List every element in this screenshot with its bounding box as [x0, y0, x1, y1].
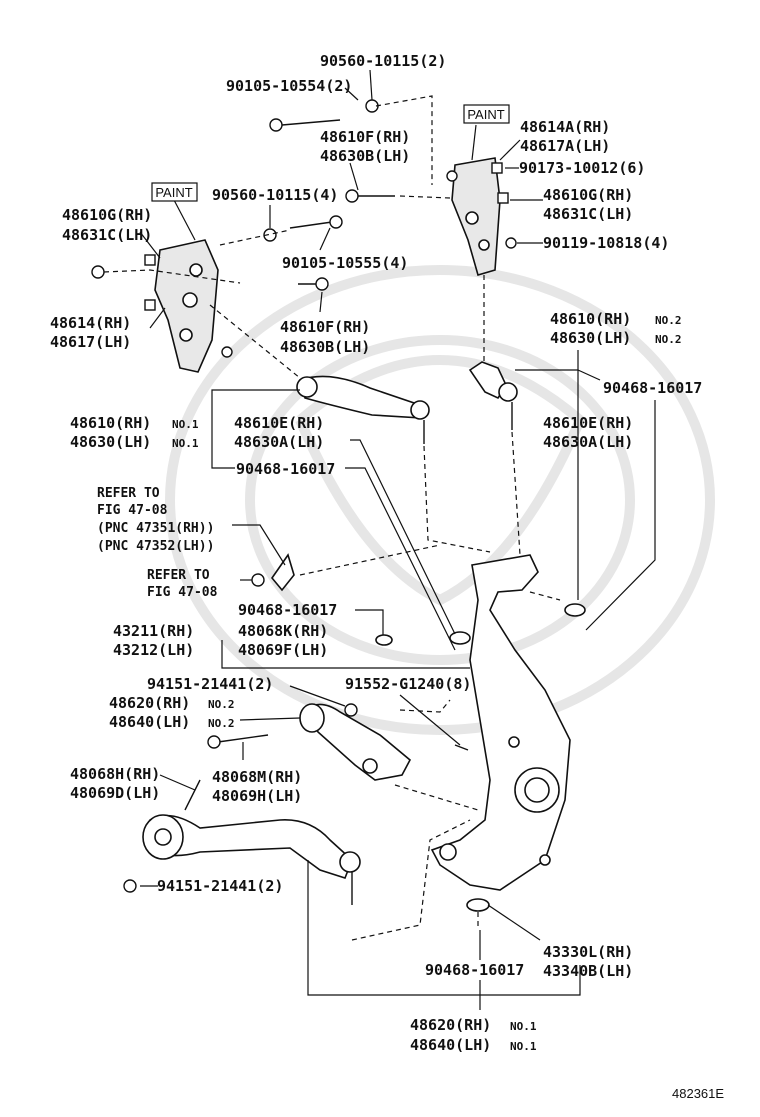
part-variant-label: NO.1	[510, 1040, 537, 1053]
part-variant-label: NO.1	[510, 1020, 537, 1033]
watermark-emblem	[165, 265, 715, 735]
paint-tag-left: PAINT	[151, 182, 198, 202]
part-number-label: 48069H(LH)	[212, 787, 302, 805]
part-number-label: 48640(LH)	[109, 713, 190, 731]
diagram-id: 482361E	[672, 1086, 724, 1101]
part-number-label: 90468-16017	[238, 601, 337, 619]
part-number-label: 48610G(RH)	[543, 186, 633, 204]
part-number-label: 48610E(RH)	[543, 414, 633, 432]
part-number-label: 48617(LH)	[50, 333, 131, 351]
part-number-label: 94151-21441(2)	[157, 877, 283, 895]
part-variant-label: NO.1	[172, 418, 199, 431]
paint-label: PAINT	[467, 107, 504, 122]
upper-bracket-right	[446, 157, 517, 276]
part-variant-label: NO.2	[208, 698, 235, 711]
part-number-label: 48068M(RH)	[212, 768, 302, 786]
part-number-label: 48630A(LH)	[234, 433, 324, 451]
part-number-label: 48610G(RH)	[62, 206, 152, 224]
reference-note: (PNC 47352(LH))	[97, 539, 214, 554]
part-number-label: 48610E(RH)	[234, 414, 324, 432]
lower-arm-no2	[207, 703, 412, 781]
part-number-label: 43212(LH)	[113, 641, 194, 659]
part-variant-label: NO.2	[655, 314, 682, 327]
part-number-label: 48610F(RH)	[280, 318, 370, 336]
part-number-label: 48620(RH)	[109, 694, 190, 712]
lower-arm-no1	[123, 779, 361, 905]
reference-note: (PNC 47351(RH))	[97, 521, 214, 536]
paint-tag-right: PAINT	[463, 104, 510, 124]
part-number-label: 90173-10012(6)	[519, 159, 645, 177]
part-number-label: 90119-10818(4)	[543, 234, 669, 252]
leader-lines	[139, 69, 656, 1010]
assembly-dashed-lines	[103, 95, 561, 941]
part-number-label: 94151-21441(2)	[147, 675, 273, 693]
part-labels: 90560-10115(2) 90105-10554(2) 48614A(RH)…	[50, 52, 702, 1054]
part-number-label: 48068K(RH)	[238, 622, 328, 640]
part-number-label: 43330L(RH)	[543, 943, 633, 961]
part-number-label: 48610(RH)	[70, 414, 151, 432]
part-number-label: 48614(RH)	[50, 314, 131, 332]
reference-note: REFER TO	[147, 568, 210, 583]
part-number-label: 48630(LH)	[550, 329, 631, 347]
part-number-label: 90468-16017	[425, 961, 524, 979]
part-number-label: 48631C(LH)	[62, 226, 152, 244]
upper-arm-no1	[296, 375, 430, 444]
part-number-label: 48630B(LH)	[320, 147, 410, 165]
part-variant-label: NO.2	[208, 717, 235, 730]
part-number-label: 48630(LH)	[70, 433, 151, 451]
reference-note: FIG 47-08	[97, 503, 168, 518]
part-number-label: 48617A(LH)	[520, 137, 610, 155]
part-variant-label: NO.2	[655, 333, 682, 346]
part-number-label: 90105-10554(2)	[226, 77, 352, 95]
part-number-label: 48610F(RH)	[320, 128, 410, 146]
part-number-label: 90560-10115(2)	[320, 52, 446, 70]
part-number-label: 43340B(LH)	[543, 962, 633, 980]
upper-arm-no2	[468, 361, 518, 430]
steering-knuckle	[430, 554, 571, 891]
part-number-label: 48640(LH)	[410, 1036, 491, 1054]
bolts-upper	[263, 99, 395, 291]
small-parts	[251, 553, 586, 912]
part-number-label: 48620(RH)	[410, 1016, 491, 1034]
reference-note: FIG 47-08	[147, 585, 218, 600]
paint-label: PAINT	[155, 185, 192, 200]
part-number-label: 90468-16017	[603, 379, 702, 397]
reference-note: REFER TO	[97, 486, 160, 501]
part-variant-label: NO.1	[172, 437, 199, 450]
part-number-label: 48630A(LH)	[543, 433, 633, 451]
part-number-label: 90105-10555(4)	[282, 254, 408, 272]
part-number-label: 90560-10115(4)	[212, 186, 338, 204]
part-number-label: 48631C(LH)	[543, 205, 633, 223]
part-number-label: 91552-G1240(8)	[345, 675, 471, 693]
part-number-label: 48630B(LH)	[280, 338, 370, 356]
part-number-label: 48069D(LH)	[70, 784, 160, 802]
part-number-label: 43211(RH)	[113, 622, 194, 640]
part-number-label: 48610(RH)	[550, 310, 631, 328]
part-number-label: 90468-16017	[236, 460, 335, 478]
part-number-label: 48068H(RH)	[70, 765, 160, 783]
part-number-label: 48069F(LH)	[238, 641, 328, 659]
part-number-label: 48614A(RH)	[520, 118, 610, 136]
